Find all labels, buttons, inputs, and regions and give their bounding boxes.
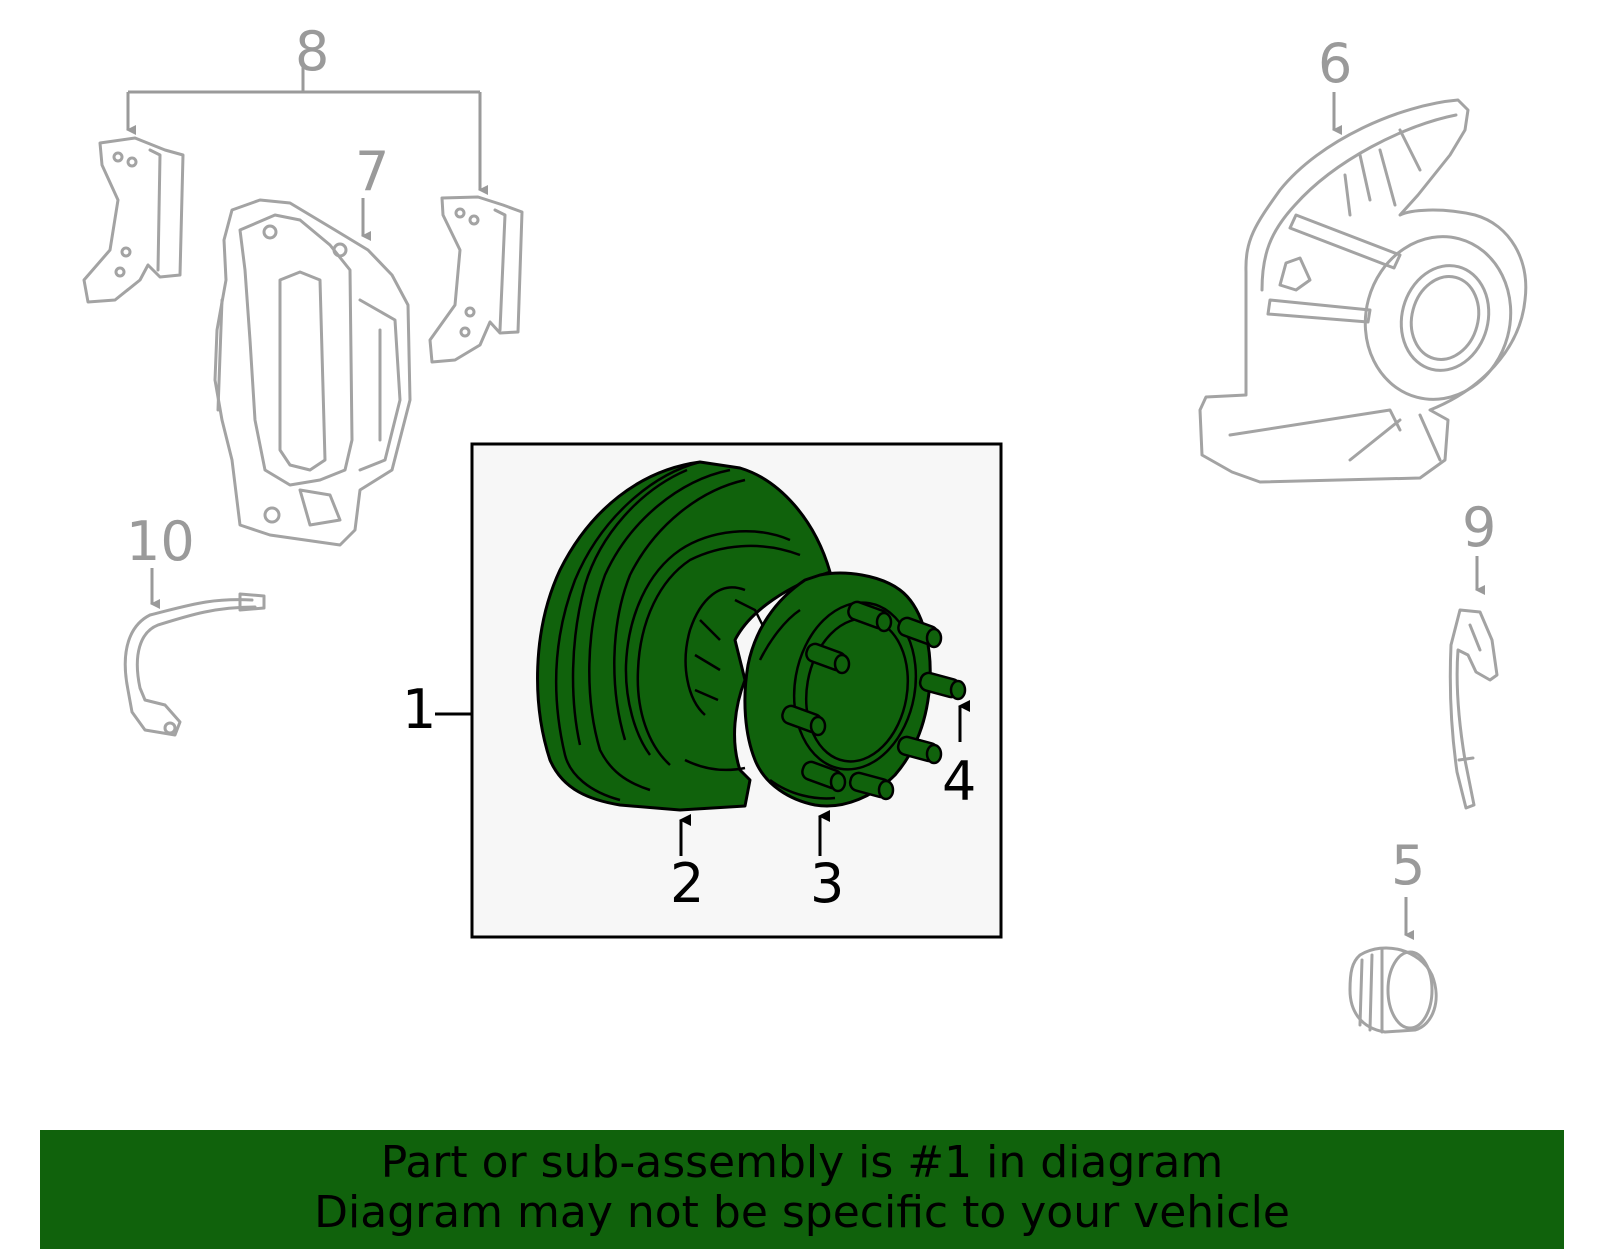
wheel-stud [897,616,943,649]
info-banner: Part or sub-assembly is #1 in diagram Di… [40,1130,1564,1249]
splash-shield[interactable] [1198,98,1529,484]
callout-2: 2 [670,852,704,915]
front-brake-hose[interactable] [1448,608,1499,810]
callout-9: 9 [1462,496,1496,559]
callout-1: 1 [402,678,436,741]
leader-8 [126,62,488,195]
wheel-stud [896,735,943,765]
brake-hose[interactable] [123,592,266,737]
dust-cap[interactable] [1348,946,1438,1034]
wheel-stud [781,704,827,737]
brake-caliper[interactable] [213,198,412,547]
brake-pad-left[interactable] [82,136,185,304]
callout-10: 10 [126,510,195,573]
wheel-stud [848,771,895,801]
banner-line-2: Diagram may not be specific to your vehi… [314,1187,1290,1238]
wheel-stud [847,600,893,633]
wheel-stud [805,642,851,675]
brake-rotor[interactable] [536,460,832,812]
callout-4: 4 [942,750,976,813]
callout-3: 3 [810,852,844,915]
wheel-studs[interactable] [780,600,967,801]
callout-7: 7 [355,140,389,203]
brake-pad-right[interactable] [428,195,524,364]
callout-6: 6 [1318,32,1352,95]
callout-5: 5 [1391,834,1425,897]
wheel-stud [801,760,847,793]
callout-8: 8 [295,20,329,83]
wheel-stud [918,671,967,701]
banner-line-1: Part or sub-assembly is #1 in diagram [380,1137,1224,1188]
